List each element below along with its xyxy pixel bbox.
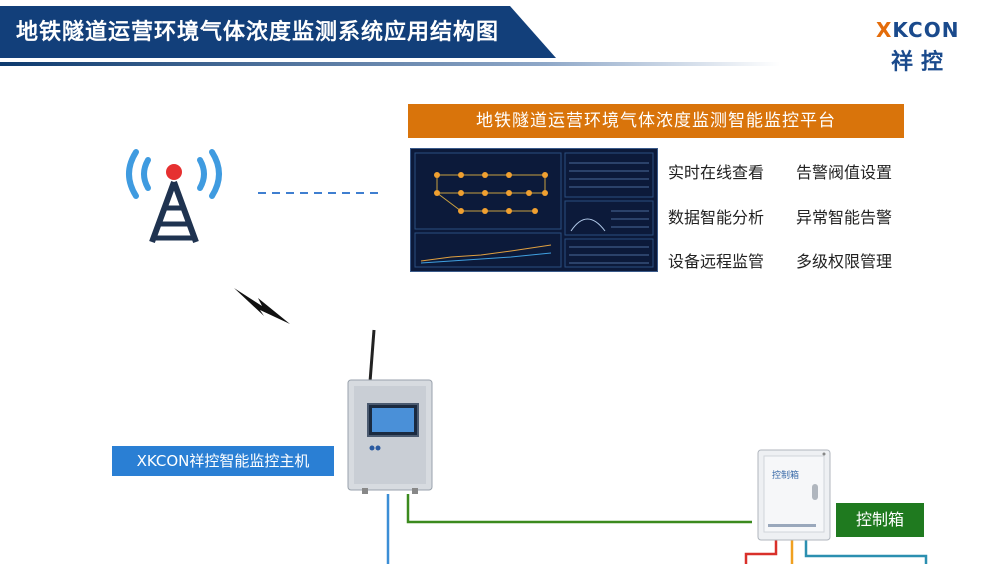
title-underline — [0, 62, 780, 66]
feature-item: 异常智能告警 — [796, 208, 893, 227]
lightning-icon — [234, 288, 290, 324]
wireless-link-dashed — [258, 192, 384, 194]
feature-item: 多级权限管理 — [796, 252, 893, 271]
dashboard-screenshot — [410, 148, 658, 272]
feature-item: 告警阀值设置 — [796, 163, 893, 182]
monitoring-host-device — [347, 329, 433, 494]
brand-logo-cn: 祥控 — [891, 50, 952, 75]
title-banner — [0, 6, 556, 58]
control-box-label: 控制箱 — [836, 503, 924, 537]
control-box-panel-text: 控制箱 — [772, 471, 800, 481]
feature-item: 数据智能分析 — [668, 208, 765, 227]
page-title: 地铁隧道运营环境气体浓度监测系统应用结构图 — [16, 20, 500, 45]
wiring-lines — [386, 494, 928, 564]
feature-item: 设备远程监管 — [668, 252, 765, 271]
signal-tower-icon — [126, 149, 222, 244]
platform-title: 地铁隧道运营环境气体浓度监测智能监控平台 — [408, 104, 904, 138]
control-box-device — [757, 449, 831, 541]
feature-item: 实时在线查看 — [668, 163, 765, 182]
host-label: XKCON祥控智能监控主机 — [112, 446, 334, 476]
brand-logo: XKCON — [876, 18, 960, 42]
